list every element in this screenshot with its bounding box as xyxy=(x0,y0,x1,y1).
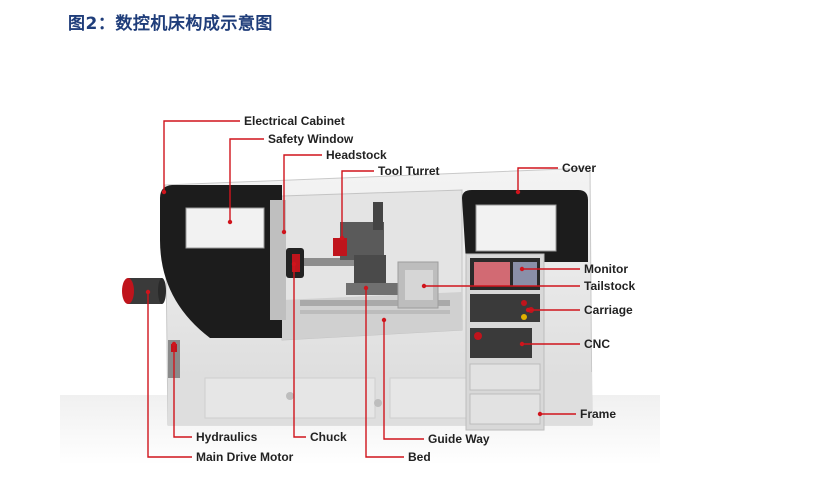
carriage-saddle xyxy=(346,283,398,295)
label-monitor: Monitor xyxy=(584,262,628,276)
leader-lines xyxy=(145,120,580,458)
figure-title: 图2：数控机床构成示意图 xyxy=(68,14,273,34)
right-window-glass xyxy=(475,204,557,252)
label-cover: Cover xyxy=(562,161,596,175)
part-labels: Electrical Cabinet Safety Window Headsto… xyxy=(196,114,635,464)
label-tool-turret: Tool Turret xyxy=(378,164,440,178)
label-main-drive-motor: Main Drive Motor xyxy=(196,450,294,464)
label-bed: Bed xyxy=(408,450,431,464)
label-frame: Frame xyxy=(580,407,616,421)
lathe-machine xyxy=(122,167,593,431)
label-carriage: Carriage xyxy=(584,303,633,317)
label-guide-way: Guide Way xyxy=(428,432,490,446)
label-safety-window: Safety Window xyxy=(268,132,354,146)
label-hydraulics: Hydraulics xyxy=(196,430,258,444)
label-chuck: Chuck xyxy=(310,430,347,444)
safety-window-glass xyxy=(185,207,265,249)
label-headstock: Headstock xyxy=(326,148,387,162)
label-electrical-cabinet: Electrical Cabinet xyxy=(244,114,345,128)
guide-way-rail xyxy=(300,300,450,306)
headstock-block xyxy=(270,200,286,320)
label-cnc: CNC xyxy=(584,337,610,351)
label-tailstock: Tailstock xyxy=(584,279,635,293)
